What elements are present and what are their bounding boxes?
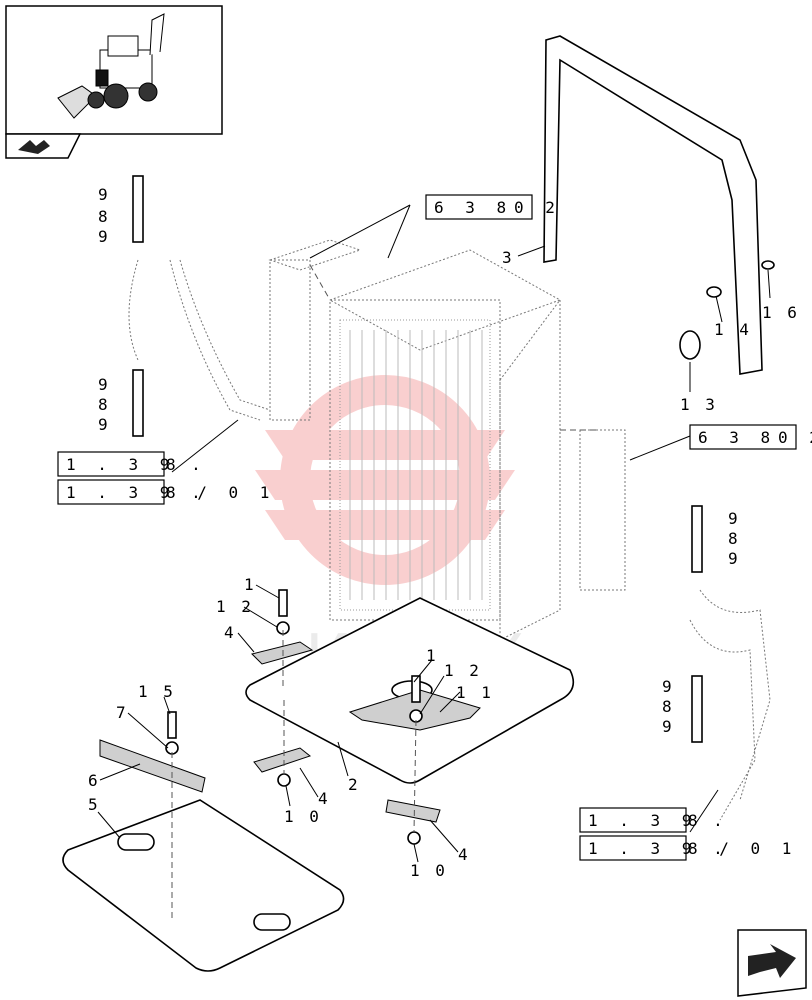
ref-638-02-right[interactable]: 6 3 8 0 2 — [689, 424, 812, 450]
callout-8: 8 — [98, 395, 111, 414]
callout-9: 9 — [662, 717, 675, 736]
callout-9: 9 — [728, 509, 741, 528]
radiator-assembly — [268, 239, 626, 641]
bolt-1-mid — [409, 675, 423, 723]
bolt-1-top — [276, 589, 290, 635]
callout-12: 1 2 — [216, 597, 254, 616]
svg-text:1 . 3 9 .: 1 . 3 9 . — [588, 811, 729, 830]
callout-9: 9 — [98, 375, 111, 394]
callout-7: 7 — [116, 703, 129, 722]
callout-9: 9 — [662, 677, 675, 696]
plate-5 — [62, 799, 345, 972]
callouts: 9 8 9 9 8 9 9 8 9 9 8 9 3 1 6 1 4 1 3 1 … — [88, 185, 800, 880]
plate-2 — [245, 597, 575, 784]
callout-1: 1 — [244, 575, 257, 594]
backhoe-loader-icon — [57, 13, 165, 119]
callout-8: 8 — [728, 529, 741, 548]
ref-1-39-8-01-left-b[interactable]: 1 . 3 9 . 8 / 0 1 — [57, 479, 275, 505]
washer-10-a — [277, 773, 291, 787]
pad-4-mid — [253, 747, 312, 773]
callout-9: 9 — [98, 415, 111, 434]
callout-16: 1 6 — [762, 303, 800, 322]
callout-13: 1 3 — [680, 395, 718, 414]
callout-5: 5 — [88, 795, 101, 814]
svg-text:6 3 8: 6 3 8 — [698, 428, 776, 447]
callout-2: 2 — [348, 775, 361, 794]
callout-3: 3 — [502, 248, 515, 267]
callout-6: 6 — [88, 771, 101, 790]
callout-8: 8 — [98, 207, 111, 226]
svg-text:8: 8 — [688, 811, 704, 830]
callout-4: 4 — [224, 623, 237, 642]
callout-4: 4 — [458, 845, 471, 864]
ref-1-39-8-01-right-b[interactable]: 1 . 3 9 . 8 / 0 1 — [579, 835, 797, 861]
hose-left — [128, 175, 271, 437]
callout-1: 1 — [426, 646, 439, 665]
thumbnail-panel[interactable] — [5, 5, 223, 159]
svg-text:8 / 0 1: 8 / 0 1 — [688, 839, 797, 858]
svg-text:8: 8 — [166, 455, 182, 474]
next-page-arrow-icon[interactable] — [737, 929, 807, 997]
pad-4-top — [251, 641, 314, 665]
callout-4: 4 — [318, 789, 331, 808]
leader-lines — [97, 204, 771, 863]
callout-11: 1 1 — [456, 683, 494, 702]
radiator-frame — [543, 35, 775, 375]
washer-10-b — [407, 831, 421, 845]
ref-1-39-8-right-a[interactable]: 1 . 3 9 . 8 — [579, 807, 729, 833]
callout-15: 1 5 — [138, 682, 176, 701]
callout-9: 9 — [728, 549, 741, 568]
svg-text:0 2: 0 2 — [778, 428, 812, 447]
svg-text:1 . 3 9 .: 1 . 3 9 . — [66, 483, 207, 502]
svg-text:0 2: 0 2 — [514, 198, 561, 217]
callout-14: 1 4 — [714, 320, 752, 339]
ref-638-02-top[interactable]: 6 3 8 0 2 — [425, 194, 561, 220]
callout-10: 1 0 — [410, 861, 448, 880]
callout-9: 9 — [98, 185, 111, 204]
svg-text:1 . 3 9 .: 1 . 3 9 . — [588, 839, 729, 858]
pad-6 — [99, 739, 206, 793]
ref-1-39-8-left-a[interactable]: 1 . 3 9 . 8 — [57, 451, 207, 477]
callout-8: 8 — [662, 697, 675, 716]
forward-arrow-icon — [18, 140, 50, 154]
callout-10: 1 0 — [284, 807, 322, 826]
svg-text:6 3 8: 6 3 8 — [434, 198, 512, 217]
svg-text:1 . 3 9 .: 1 . 3 9 . — [66, 455, 207, 474]
pad-4-low — [385, 799, 441, 823]
svg-text:8 / 0 1: 8 / 0 1 — [166, 483, 275, 502]
callout-12: 1 2 — [444, 661, 482, 680]
callout-9: 9 — [98, 227, 111, 246]
hose-right — [689, 505, 771, 821]
